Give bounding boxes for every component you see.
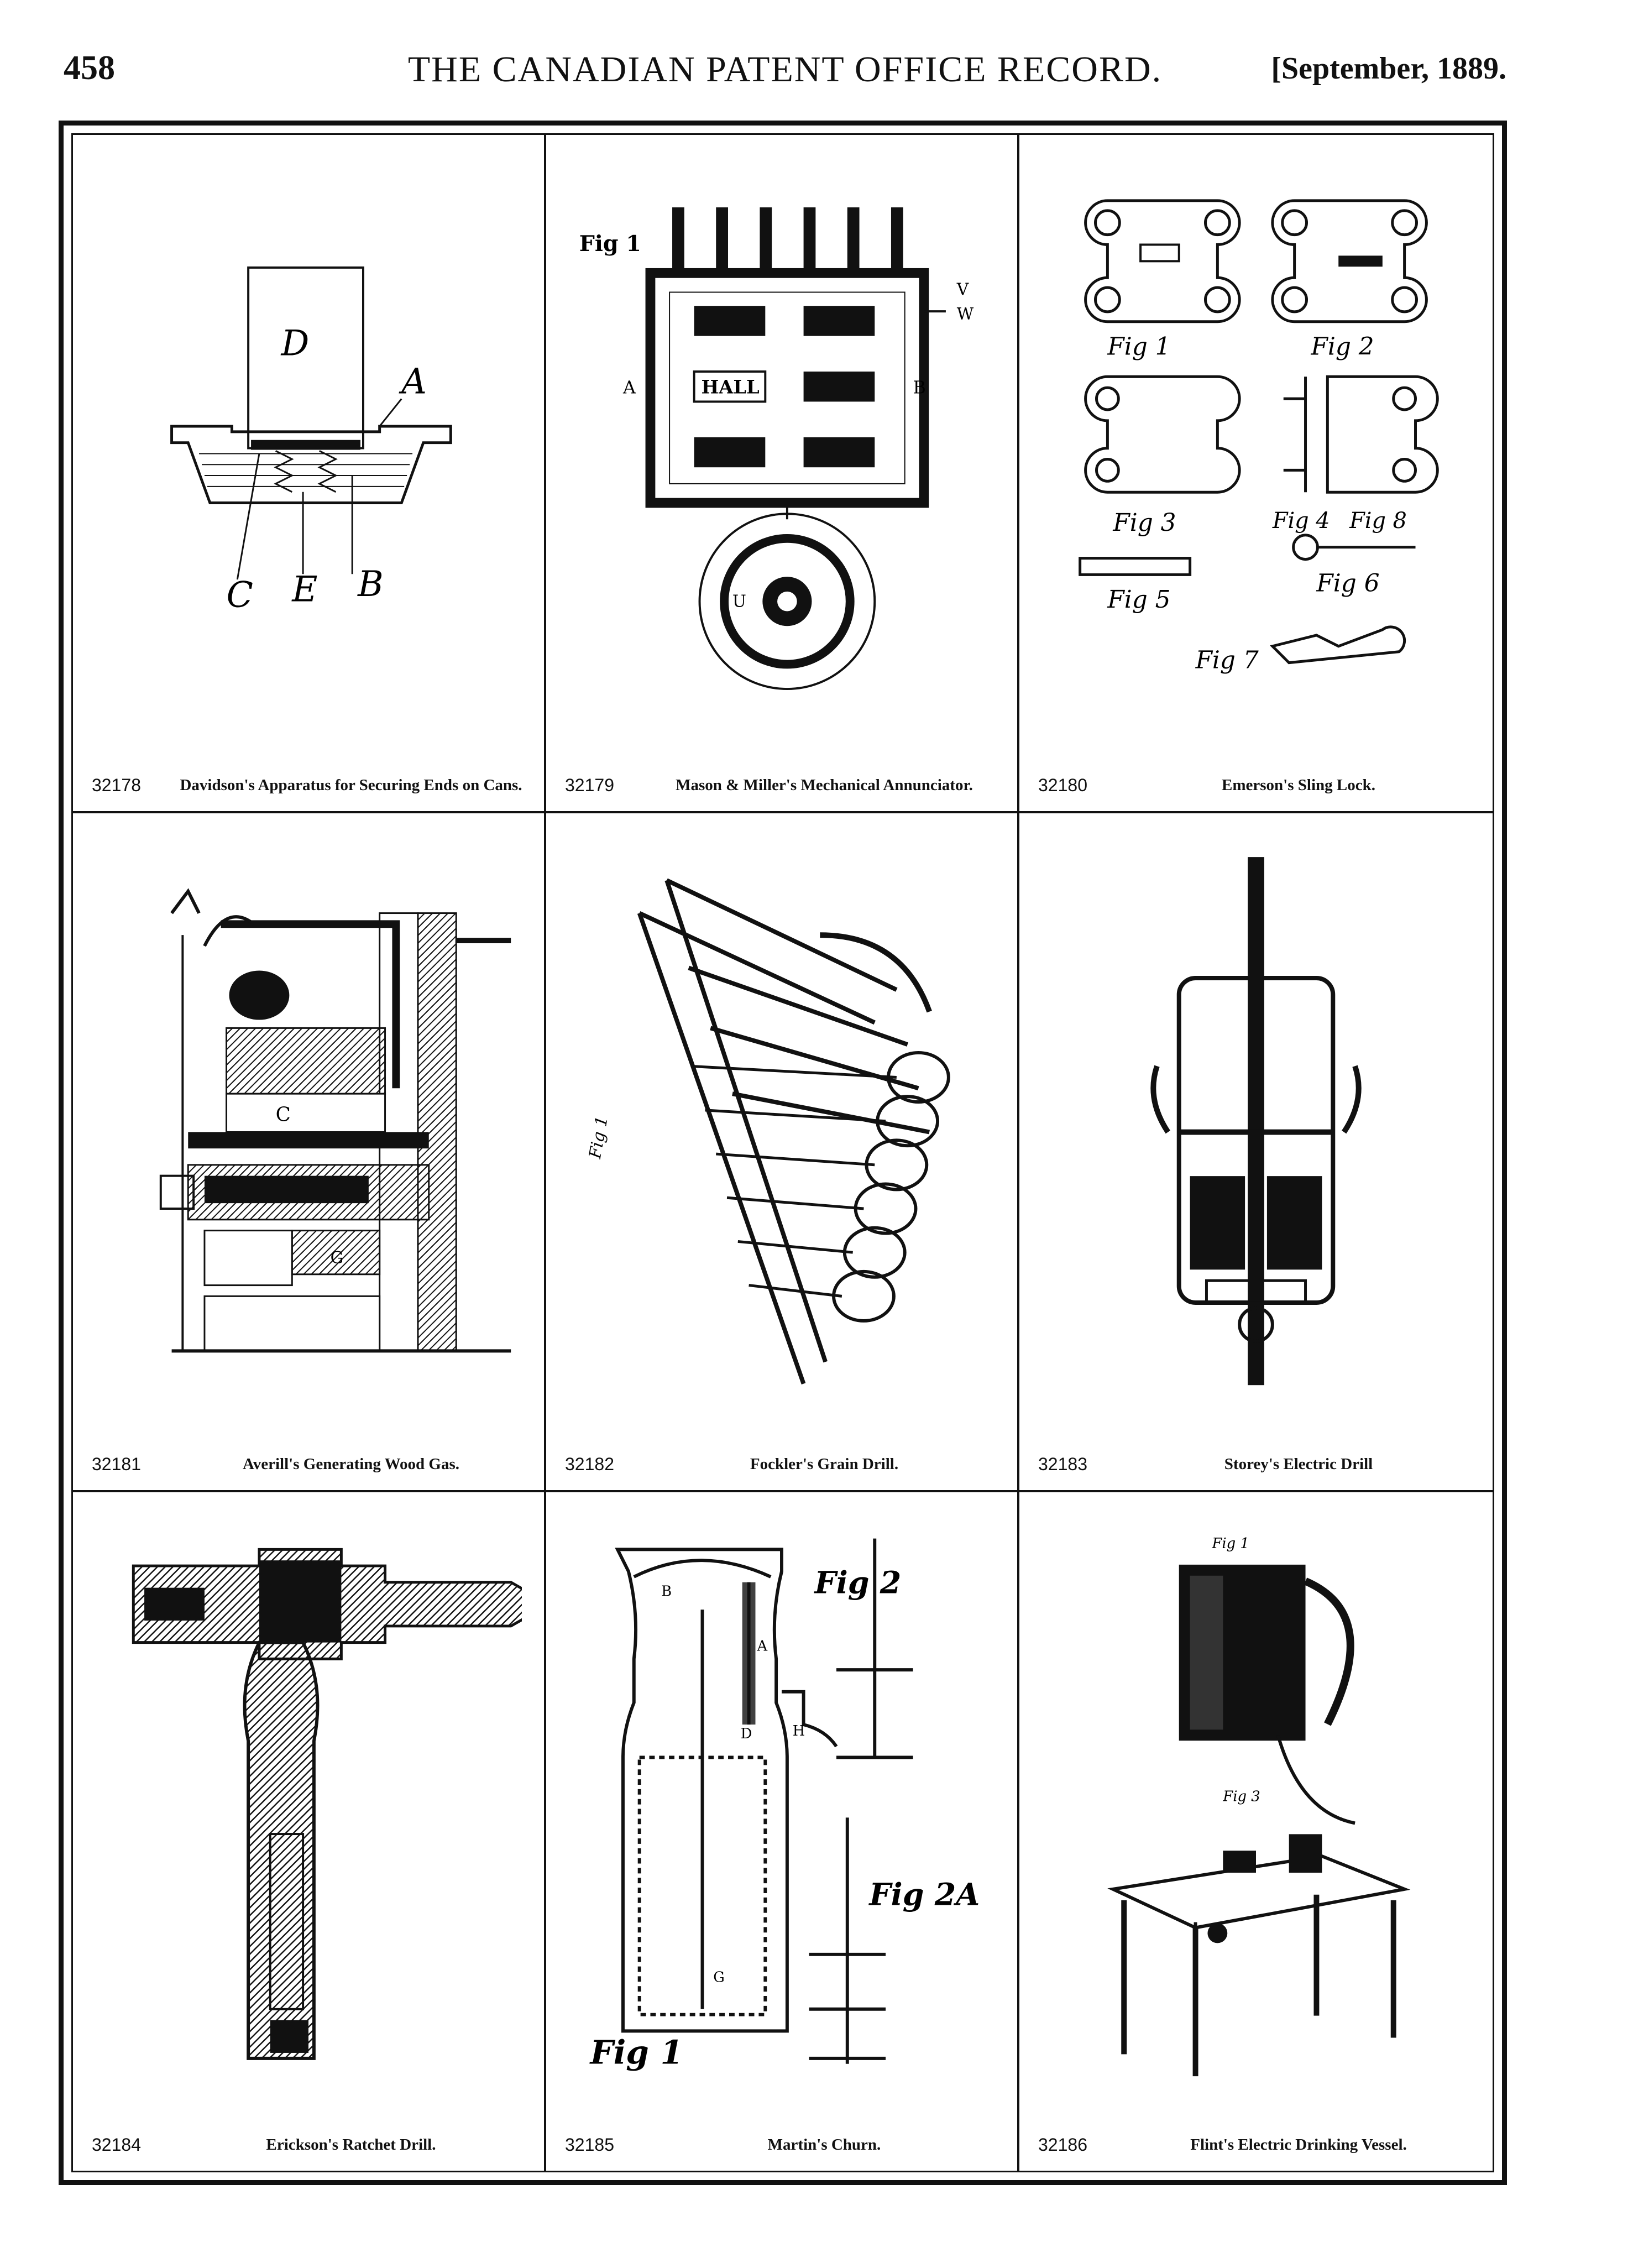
fig-label-fig1: Fig 1 (589, 2033, 683, 2072)
patent-caption-32185: 32185 Martin's Churn. (565, 2134, 1001, 2155)
patent-caption-32186: 32186 Flint's Electric Drinking Vessel. (1038, 2134, 1476, 2155)
fig-label-d: D (281, 322, 310, 363)
patent-title: Fockler's Grain Drill. (750, 1455, 899, 1473)
patent-number: 32181 (92, 1454, 141, 1474)
patent-figure-ratchet-drill (95, 1514, 522, 2088)
fig-label-b: B (913, 378, 926, 398)
fig-label-b: B (357, 563, 384, 604)
patent-figure-electric-drill (1041, 835, 1470, 1407)
fig-label-v: V (956, 280, 969, 299)
patent-title: Flint's Electric Drinking Vessel. (1190, 2136, 1407, 2154)
fig-label-c: C (276, 1104, 291, 1126)
patent-figure-churn: Fig 2 Fig 2A Fig 1 A B D H G (568, 1514, 995, 2088)
patent-title: Emerson's Sling Lock. (1222, 776, 1375, 795)
patent-grid: D A C E B 32178 Davidson's Apparatus for… (73, 135, 1493, 2171)
patent-cell-32179: HALL Fig 1 A B V W U 32179 Mason & Mille… (546, 135, 1019, 814)
patent-title: Storey's Electric Drill (1224, 1455, 1373, 1473)
patent-number: 32182 (565, 1454, 614, 1474)
fig-label-g: G (331, 1248, 344, 1268)
patent-cell-32186: Fig 1 Fig 3 32186 Flint's Electric Drink… (1019, 1492, 1493, 2171)
fig-label-fig3: Fig 3 (1112, 509, 1176, 537)
fig-label-e: E (291, 569, 317, 610)
patent-caption-32184: 32184 Erickson's Ratchet Drill. (92, 2134, 527, 2155)
publication-title: THE CANADIAN PATENT OFFICE RECORD. (407, 49, 1163, 90)
page-number: 458 (64, 49, 115, 87)
patent-figure-drinking-vessel: Fig 1 Fig 3 (1041, 1514, 1470, 2088)
fig-label-c: C (227, 574, 253, 615)
patent-number: 32184 (92, 2135, 141, 2155)
fig-label-fig1: Fig 1 (585, 1115, 612, 1161)
patent-figure-annunciator: HALL Fig 1 A B V W U (568, 157, 995, 728)
fig-label-fig5: Fig 5 (1107, 586, 1170, 614)
patent-cell-32185: Fig 2 Fig 2A Fig 1 A B D H G 32185 Marti… (546, 1492, 1019, 2171)
patent-cell-32184: 32184 Erickson's Ratchet Drill. (73, 1492, 546, 2171)
fig-label-fig2: Fig 2 (1310, 332, 1374, 360)
fig-label-a: A (399, 361, 427, 402)
patent-figure-wood-gas-generator: C G (95, 835, 522, 1407)
patent-cell-32178: D A C E B 32178 Davidson's Apparatus for… (73, 135, 546, 814)
patent-number: 32178 (92, 775, 141, 796)
patent-cell-32180: Fig 1 Fig 2 Fig 3 Fig 4 Fig 8 Fig 5 Fig … (1019, 135, 1493, 814)
fig-label-w: W (957, 305, 974, 324)
patent-title: Davidson's Apparatus for Securing Ends o… (180, 776, 522, 795)
patent-number: 32185 (565, 2135, 614, 2155)
patent-title: Averill's Generating Wood Gas. (242, 1455, 460, 1473)
patent-figure-can-apparatus: D A C E B (95, 157, 522, 728)
fig-label-fig2: Fig 2 (813, 1565, 901, 1601)
page-header: 458 THE CANADIAN PATENT OFFICE RECORD. [… (64, 49, 1506, 98)
patent-figure-sling-lock: Fig 1 Fig 2 Fig 3 Fig 4 Fig 8 Fig 5 Fig … (1041, 157, 1470, 728)
fig-label-h: H (793, 1723, 805, 1739)
patent-title: Martin's Churn. (767, 2136, 881, 2154)
fig-label-d: D (741, 1726, 752, 1742)
patent-figure-grain-drill: Fig 1 (568, 835, 995, 1407)
fig-label-hall: HALL (702, 376, 760, 398)
patent-number: 32183 (1038, 1454, 1087, 1474)
fig-label-a: A (756, 1638, 767, 1654)
patent-caption-32178: 32178 Davidson's Apparatus for Securing … (92, 775, 527, 796)
fig-label-u: U (732, 592, 746, 612)
fig-label-fig2a: Fig 2A (868, 1877, 980, 1912)
patent-title: Erickson's Ratchet Drill. (266, 2136, 436, 2154)
patent-number: 32180 (1038, 775, 1087, 796)
patent-number: 32186 (1038, 2135, 1087, 2155)
fig-label-fig1: Fig 1 (1211, 1535, 1249, 1552)
fig-label-fig3: Fig 3 (1222, 1788, 1260, 1805)
patent-plate-inner-border: D A C E B 32178 Davidson's Apparatus for… (71, 133, 1494, 2172)
patent-caption-32183: 32183 Storey's Electric Drill (1038, 1454, 1476, 1475)
fig-label-b: B (661, 1583, 672, 1600)
patent-title: Mason & Miller's Mechanical Annunciator. (676, 776, 973, 795)
fig-label-fig1: Fig 1 (1107, 332, 1170, 360)
patent-number: 32179 (565, 775, 614, 796)
fig-label-fig7: Fig 7 (1195, 646, 1259, 675)
patent-cell-32181: C G 32181 Averill's Generating Wood Gas. (73, 813, 546, 1492)
fig-label-fig8: Fig 8 (1349, 508, 1407, 534)
patent-plate-frame: D A C E B 32178 Davidson's Apparatus for… (59, 121, 1507, 2185)
fig-label-g: G (713, 1969, 725, 1985)
fig-label-fig1: Fig 1 (579, 231, 641, 257)
patent-cell-32183: 32183 Storey's Electric Drill (1019, 813, 1493, 1492)
fig-label-a: A (622, 378, 636, 398)
patent-caption-32179: 32179 Mason & Miller's Mechanical Annunc… (565, 775, 1001, 796)
patent-caption-32180: 32180 Emerson's Sling Lock. (1038, 775, 1476, 796)
patent-cell-32182: Fig 1 32182 Fockler's Grain Drill. (546, 813, 1019, 1492)
issue-date: [September, 1889. (1271, 51, 1506, 86)
fig-label-fig6: Fig 6 (1316, 569, 1379, 597)
fig-label-fig4: Fig 4 (1272, 508, 1330, 534)
patent-caption-32182: 32182 Fockler's Grain Drill. (565, 1454, 1001, 1475)
patent-caption-32181: 32181 Averill's Generating Wood Gas. (92, 1454, 527, 1475)
